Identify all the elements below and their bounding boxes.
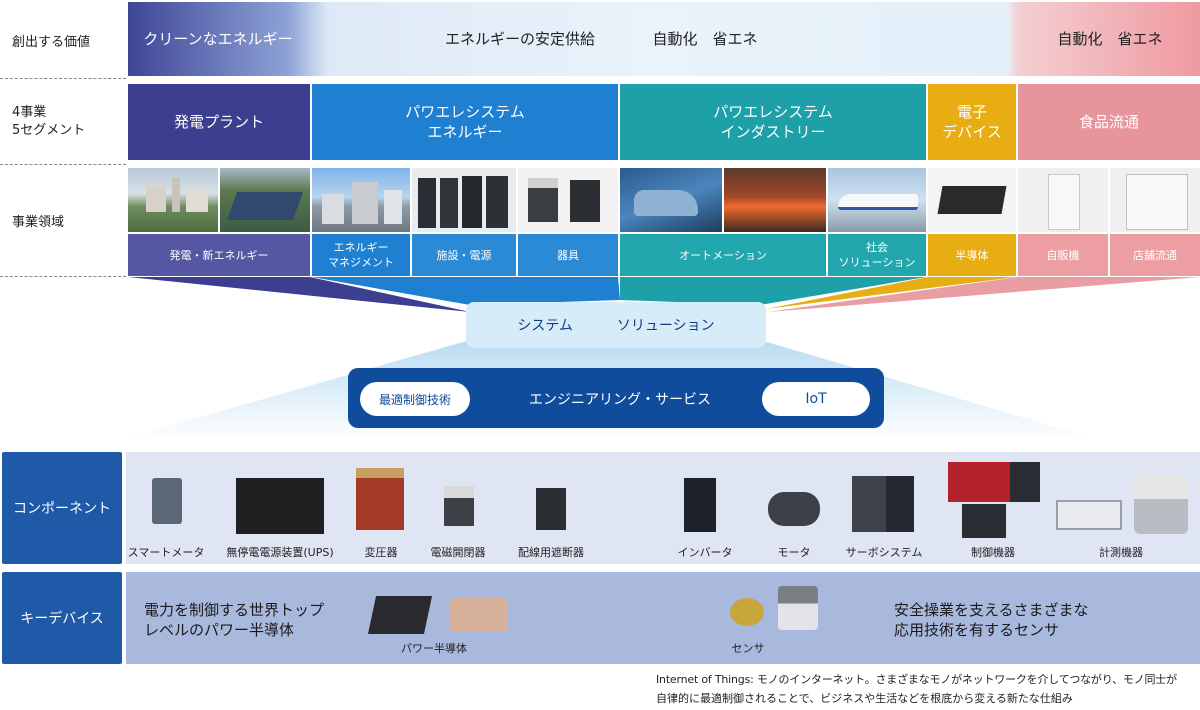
caption-servo: サーボシステム	[845, 546, 923, 559]
domain-retail: 店舗流通	[1110, 234, 1200, 276]
meter-display-image	[1056, 500, 1122, 530]
iot-footnote-line2: 自律的に最適制御されることで、ビジネスや生活などを根底から変える新たな仕組み	[656, 692, 1073, 705]
row-divider	[0, 78, 126, 79]
transformer-image	[356, 468, 404, 530]
smart-meter-image	[152, 478, 182, 524]
row-label-value: 創出する価値	[12, 35, 91, 50]
contactor-image	[444, 486, 474, 526]
inverter-image	[684, 478, 716, 532]
caption-transformer: 変圧器	[364, 546, 398, 559]
motor-image	[768, 492, 820, 526]
domain-energy-management: エネルギー マネジメント	[312, 234, 410, 276]
domain-automation: オートメーション	[620, 234, 826, 276]
domain-vending: 自販機	[1018, 234, 1108, 276]
caption-power-semi: パワー半導体	[401, 642, 467, 655]
caption-controller: 制御機器	[971, 546, 1015, 559]
domain-facilities-power: 施設・電源	[412, 234, 516, 276]
solution-label: ソリューション	[616, 318, 715, 334]
key-devices-panel	[126, 572, 1200, 664]
photo-server-racks	[412, 168, 516, 232]
system-solution-box: システム ソリューション	[466, 302, 766, 348]
value-automation-2: 自動化 省エネ	[1057, 30, 1163, 48]
segment-pe-energy: パワエレシステム エネルギー	[312, 84, 618, 160]
photo-solar-farm	[220, 168, 310, 232]
iot-footnote-line1: Internet of Things: モノのインターネット。さまざまなモノがネ…	[656, 673, 1177, 686]
components-label: コンポーネント	[2, 452, 122, 564]
breaker-image	[536, 488, 566, 530]
system-label: システム	[517, 318, 573, 334]
photo-power-station	[128, 168, 218, 232]
servo-image	[852, 476, 914, 532]
domain-power-new-energy: 発電・新エネルギー	[128, 234, 310, 276]
segment-pe-industry: パワエレシステム インダストリー	[620, 84, 926, 160]
caption-inverter: インバータ	[677, 546, 733, 559]
controller-image	[948, 462, 1040, 502]
value-automation-1: 自動化 省エネ	[652, 30, 758, 48]
caption-smart-meter: スマートメータ	[127, 546, 205, 559]
photo-showcase	[1110, 168, 1200, 232]
caption-motor: モータ	[777, 546, 811, 559]
caption-sensor: センサ	[731, 642, 765, 655]
segment-power-plant: 発電プラント	[128, 84, 310, 160]
photo-breakers	[518, 168, 618, 232]
segment-food-distribution: 食品流通	[1018, 84, 1200, 160]
flowmeter-image	[1134, 476, 1188, 534]
power-semi-description: 電力を制御する世界トップ レベルのパワー半導体	[144, 601, 325, 639]
value-stable: エネルギーの安定供給	[444, 30, 595, 48]
photo-vending-machine	[1018, 168, 1108, 232]
segment-electronic-devices: 電子 デバイス	[928, 84, 1016, 160]
sensor-image-2	[778, 586, 818, 630]
domain-equipment: 器具	[518, 234, 618, 276]
caption-ups: 無停電電源装置(UPS)	[226, 546, 334, 559]
value-row-band	[128, 2, 1200, 76]
row-divider	[0, 276, 126, 277]
photo-steel-mill	[724, 168, 826, 232]
engineering-service-label: エンジニアリング・サービス	[529, 392, 711, 408]
power-module-image-1	[367, 596, 433, 634]
caption-meter: 計測機器	[1099, 546, 1143, 559]
photo-power-module	[928, 168, 1016, 232]
row-label-domain: 事業領域	[12, 215, 65, 230]
caption-contactor: 電磁開閉器	[430, 546, 486, 559]
controller-image-2	[962, 504, 1006, 538]
sensor-image-1	[730, 598, 764, 626]
value-clean: クリーンなエネルギー	[143, 30, 293, 48]
row-label-business: 4事業 5セグメント	[12, 105, 86, 138]
domain-social-solutions: 社会 ソリューション	[828, 234, 926, 276]
optimal-control-pill: 最適制御技術	[360, 382, 470, 416]
caption-breaker: 配線用遮断器	[518, 546, 584, 559]
iot-pill: IoT	[762, 382, 870, 416]
row-divider	[0, 164, 126, 165]
sensor-description: 安全操業を支えるさまざまな 応用技術を有するセンサ	[894, 601, 1089, 639]
photo-energy-facility	[312, 168, 410, 232]
power-module-image-2	[450, 598, 508, 632]
photo-automotive-line	[620, 168, 722, 232]
photo-bullet-train	[828, 168, 926, 232]
ups-image	[236, 478, 324, 534]
key-devices-label: キーデバイス	[2, 572, 122, 664]
domain-semiconductors: 半導体	[928, 234, 1016, 276]
